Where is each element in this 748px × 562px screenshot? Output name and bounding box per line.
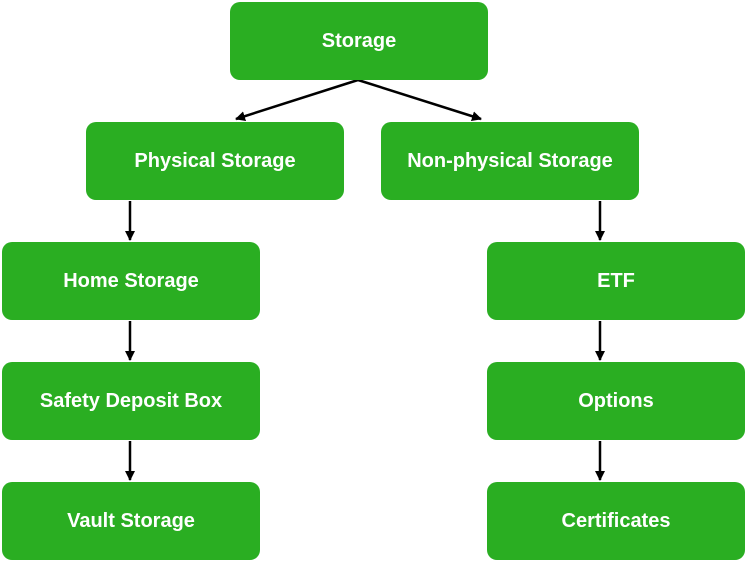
node-vault-storage: Vault Storage (2, 482, 260, 560)
node-nonphysical-storage: Non-physical Storage (381, 122, 639, 200)
node-storage: Storage (230, 2, 488, 80)
node-safety-deposit-box: Safety Deposit Box (2, 362, 260, 440)
arrow-root-physical (235, 78, 359, 122)
node-certificates: Certificates (487, 482, 745, 560)
node-home-storage: Home Storage (2, 242, 260, 320)
node-options: Options (487, 362, 745, 440)
node-physical-storage: Physical Storage (86, 122, 344, 200)
arrow-root-nonphysical (357, 78, 482, 122)
node-etf: ETF (487, 242, 745, 320)
